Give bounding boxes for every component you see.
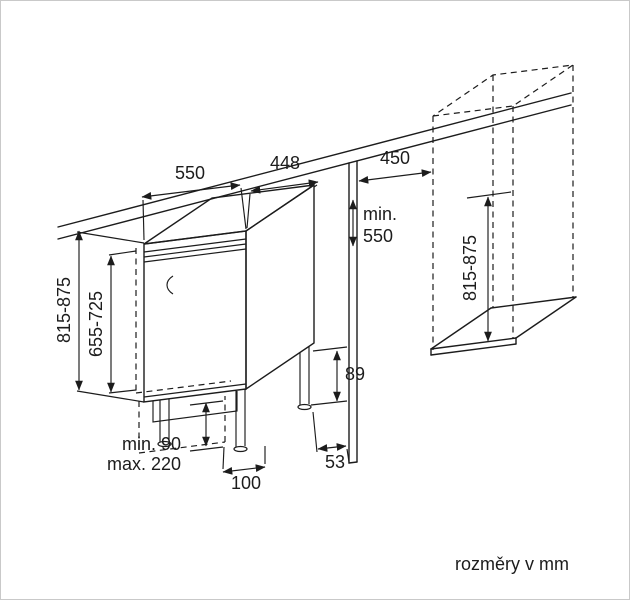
dim-niche-depth-prefix-label: min.: [363, 204, 397, 224]
control-panel-line: [143, 238, 247, 253]
door-handle-icon: [166, 275, 174, 295]
dim-foot-100: 100: [222, 446, 266, 493]
dim-base-89: 89: [310, 346, 365, 406]
niche-floor: [430, 296, 577, 356]
dim-gap-53-label: 53: [325, 452, 345, 472]
control-panel-line: [143, 248, 247, 263]
dim-niche-450: 450: [358, 148, 432, 184]
unit-front-face: [143, 230, 247, 403]
niche-dashed-outline: [432, 64, 574, 350]
niche-side-panel: [348, 160, 358, 464]
door-bottom-edge: [143, 383, 247, 398]
dim-base-89-label: 89: [345, 364, 365, 384]
dim-door-height-label: 655-725: [86, 291, 106, 357]
dim-plinth-height: min. 90 max. 220: [107, 400, 224, 474]
dim-niche-depth-value-label: 550: [363, 226, 393, 246]
dim-plinth-max-label: max. 220: [107, 454, 181, 474]
dim-niche-depth-min550: min. 550: [349, 199, 397, 247]
dim-unit-550: 550: [141, 163, 247, 241]
dim-niche-height-right-label: 815-875: [460, 235, 480, 301]
dim-niche-height-right: 815-875: [460, 191, 512, 342]
plinth-recess: [152, 391, 238, 423]
furniture-door-outline: [135, 248, 232, 454]
dim-niche-height-left-label: 815-875: [54, 277, 74, 343]
rear-right-foot: [297, 346, 312, 411]
dim-niche-height-left: 815-875: [54, 230, 145, 403]
dim-niche-450-label: 450: [380, 148, 410, 168]
dim-gap-53: 53: [312, 411, 350, 472]
dim-door-height: 655-725: [86, 250, 137, 394]
dim-unit-550-label: 550: [175, 163, 205, 183]
unit-side-face: [245, 183, 315, 391]
dim-foot-100-label: 100: [231, 473, 261, 493]
control-panel-line: [143, 243, 247, 258]
dim-unit-448-label: 448: [270, 153, 300, 173]
front-right-foot: [233, 389, 248, 453]
front-left-foot: [157, 399, 172, 448]
units-caption: rozměry v mm: [455, 554, 569, 574]
dim-unit-448: 448: [246, 153, 319, 229]
dishwasher-unit: [143, 183, 315, 453]
dim-plinth-min-label: min. 90: [122, 434, 181, 454]
